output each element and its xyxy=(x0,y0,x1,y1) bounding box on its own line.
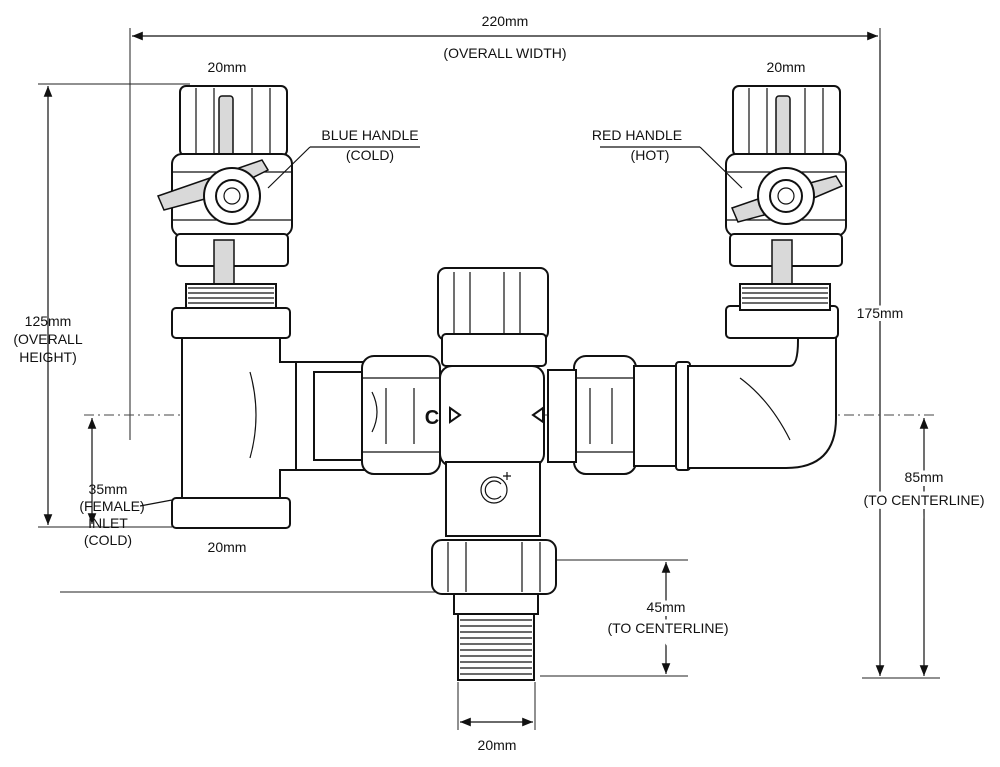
right-ball-valve xyxy=(725,85,847,311)
right-elbow-fitting xyxy=(633,305,839,471)
hot-arrow-icon xyxy=(531,406,544,424)
inlet-caption-3: (COLD) xyxy=(84,532,132,548)
right-centerline-dimension: 85mm (TO CENTERLINE) xyxy=(859,418,989,676)
inlet-dimension: 35mm (FEMALE) INLET (COLD) xyxy=(79,418,173,548)
left-bottom-width: 20mm xyxy=(208,539,247,555)
overall-height-value: 125mm xyxy=(25,313,72,329)
outlet-width-value: 20mm xyxy=(478,737,517,753)
outlet-width-dimension: 20mm xyxy=(457,682,536,753)
right-centerline-caption: (TO CENTERLINE) xyxy=(863,492,984,508)
right-height-dimension: 175mm xyxy=(854,40,940,679)
outlet-centerline-dimension: 45mm (TO CENTERLINE) xyxy=(60,559,733,677)
blue-handle-label: BLUE HANDLE xyxy=(321,127,418,143)
left-top-width: 20mm xyxy=(208,59,247,75)
outlet-centerline-value: 45mm xyxy=(647,599,686,615)
inlet-value: 35mm xyxy=(89,481,128,497)
right-union-nut xyxy=(547,355,637,475)
red-handle-callout: RED HANDLE (HOT) xyxy=(592,127,743,189)
left-ball-valve xyxy=(156,85,293,311)
right-centerline-value: 85mm xyxy=(905,469,944,485)
right-top-width: 20mm xyxy=(767,59,806,75)
red-handle-label: RED HANDLE xyxy=(592,127,682,143)
overall-width-value: 220mm xyxy=(482,13,529,29)
outlet-centerline-caption: (TO CENTERLINE) xyxy=(607,620,728,636)
overall-height-caption-2: HEIGHT) xyxy=(19,349,77,365)
overall-height-caption-1: (OVERALL xyxy=(13,331,82,347)
red-handle-sublabel: (HOT) xyxy=(631,147,670,163)
left-tee-fitting xyxy=(171,307,367,529)
inlet-caption-1: (FEMALE) xyxy=(79,498,144,514)
inlet-caption-2: INLET xyxy=(88,515,128,531)
right-height-value: 175mm xyxy=(857,305,904,321)
mixer-body: C H xyxy=(425,267,569,681)
overall-height-dimension: 125mm (OVERALL HEIGHT) xyxy=(13,83,190,528)
cold-arrow-icon xyxy=(449,406,462,424)
blue-handle-sublabel: (COLD) xyxy=(346,147,394,163)
cold-marker: C xyxy=(425,407,439,429)
blue-handle-callout: BLUE HANDLE (COLD) xyxy=(267,127,420,189)
brand-logo-icon xyxy=(480,476,508,504)
overall-width-caption: (OVERALL WIDTH) xyxy=(443,45,566,61)
